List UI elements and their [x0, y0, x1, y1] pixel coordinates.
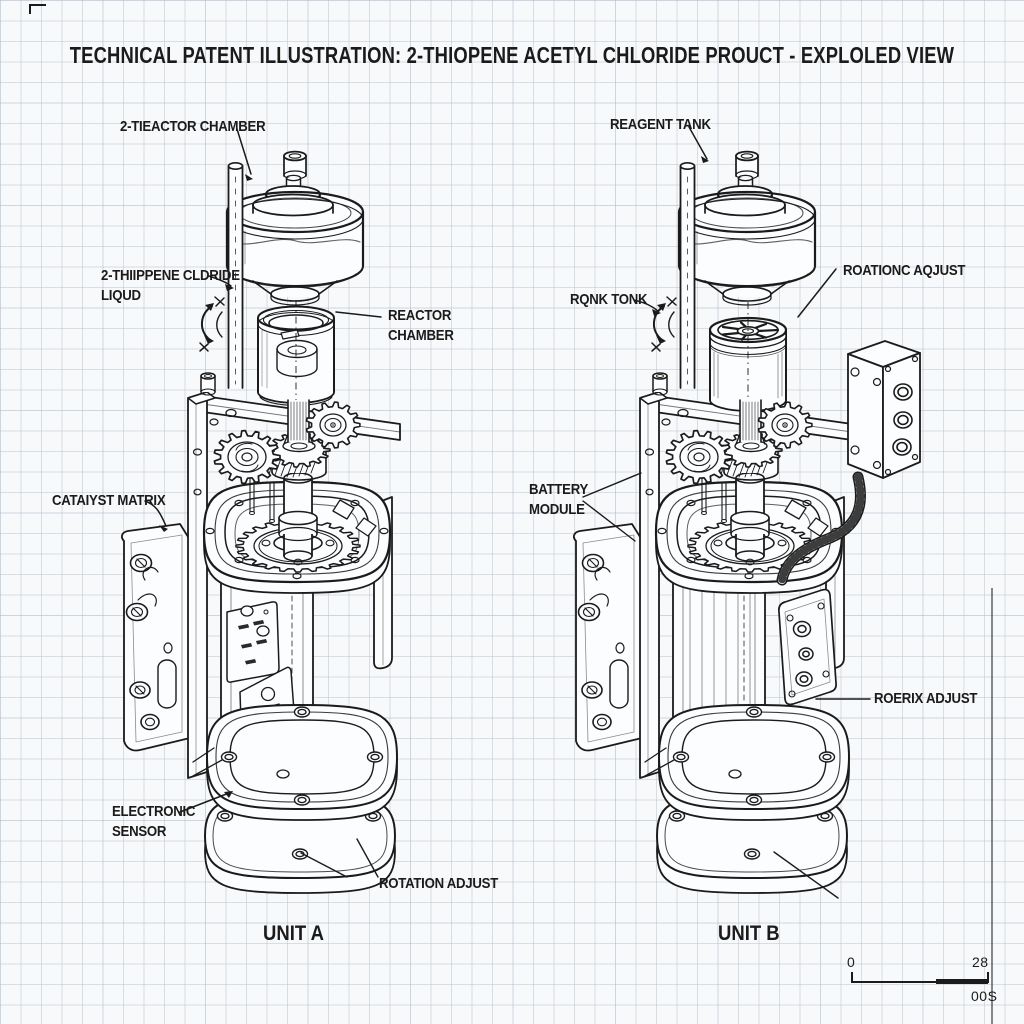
unit-a-name: UNIT A	[263, 922, 324, 945]
scale-bar	[851, 972, 989, 984]
label-roationc-adjust: ROATIONC AQJUST	[843, 262, 966, 279]
scale-end-value: 28	[972, 954, 989, 970]
label-electronic-sensor: ELECTRONIC SENSOR	[112, 803, 196, 840]
label-reactor-chamber: REACTOR CHAMBER	[388, 307, 454, 344]
scale-unit-label: 00S	[971, 988, 998, 1004]
label-battery-module: BATTERY MODULE	[529, 481, 589, 518]
unit-b-name: UNIT B	[718, 922, 780, 945]
label-chloride-liquid: 2-THIIPPENE CLDRIDE LIQUD	[101, 267, 240, 304]
label-catalyst-matrix: CATAIYST MATRIX	[52, 492, 166, 509]
page-title: TECHNICAL PATENT ILLUSTRATION: 2-THIOPEN…	[69, 42, 955, 68]
label-reactor-chamber-top: 2-TIEACTOR CHAMBER	[120, 118, 266, 135]
label-rotation-adjust: ROTATION ADJUST	[379, 875, 498, 892]
unit-b-drawing	[573, 150, 920, 895]
corner-mark	[29, 4, 46, 14]
scale-start-value: 0	[847, 954, 856, 970]
label-reagent-tank: REAGENT TANK	[610, 116, 711, 133]
leader-lines	[144, 126, 871, 899]
label-roerix-adjust: ROERIX ADJUST	[874, 690, 978, 707]
label-rqnk-tonk: RQNK TONK	[570, 291, 648, 308]
unit-a-drawing	[121, 150, 401, 895]
